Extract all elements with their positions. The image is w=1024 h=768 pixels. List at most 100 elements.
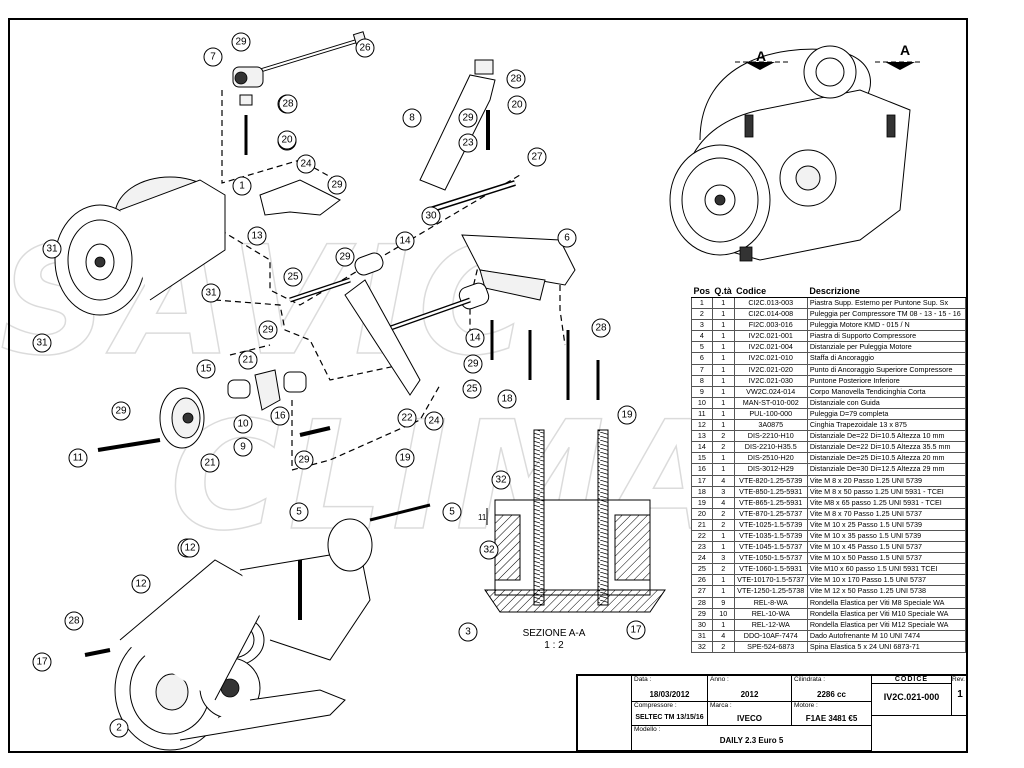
parts-cell: VTE-850-1.25-5931 [733,485,808,498]
callout-number: 8 [409,113,415,124]
callout-number: 26 [359,43,371,54]
parts-cell: 31 [691,629,713,642]
callout-number: 15 [200,364,212,375]
parts-cell: 1 [711,574,735,587]
parts-cell: Cinghia Trapezoidale 13 x 875 [806,419,967,432]
callout-balloon: 19 [617,405,637,425]
parts-cell: Vite M 10 x 25 Passo 1.5 UNI 5739 [806,518,967,531]
parts-cell: 1 [711,463,735,476]
parts-cell: Vite M 10 x 170 Passo 1.5 UNI 5737 [806,574,967,587]
parts-cell: VTE-1050-1.5-5737 [733,552,808,565]
callout-balloon: 9 [233,437,253,457]
tb-compressore-value: SELTEC TM 13/15/16 [635,714,704,721]
parts-cell: 7 [691,363,713,376]
parts-cell: FI2C.003-016 [733,319,808,332]
callout-balloon: 13 [247,226,267,246]
parts-cell: 19 [691,496,713,509]
callout-number: 31 [36,338,48,349]
parts-cell: 12 [691,419,713,432]
tb-rev-value: 1 [957,689,963,700]
tb-data-value: 18/03/2012 [649,690,690,699]
parts-cell: IV2C.021-030 [733,374,808,387]
parts-cell: Piastra di Supporto Compressore [806,330,967,343]
callout-number: 12 [135,579,147,590]
parts-cell: 1 [711,541,735,554]
callout-balloon: 5 [442,502,462,522]
parts-cell: Vite M 10 x 35 passo 1.5 UNI 5739 [806,529,967,543]
parts-cell: PUL-100-000 [733,407,808,421]
parts-cell: 13 [691,430,713,443]
tb-data: Data :18/03/2012 [632,676,708,702]
callout-balloon: 18 [497,389,517,409]
parts-cell: 1 [711,374,735,387]
parts-cell: IV2C.021-004 [733,341,808,354]
parts-cell: Rondella Elastica per Viti M8 Speciale W… [806,596,967,609]
parts-header-2: Codice [734,285,808,298]
parts-cell: 4 [711,496,735,509]
drawing-frame [8,18,968,753]
callout-number: 29 [235,37,247,48]
callout-balloon: 21 [200,453,220,473]
parts-cell: 22 [691,529,713,543]
parts-cell: 3 [711,552,735,565]
parts-cell: VTE-870-1.25-5737 [733,507,808,520]
callout-number: 14 [399,236,411,247]
callout-balloon: 29 [111,401,131,421]
parts-cell: VTE-1035-1.5-5739 [733,529,808,543]
parts-cell: IV2C.021-001 [733,330,808,343]
parts-cell: Distanziale per Puleggia Motore [806,341,967,354]
parts-header-3: Descrizione [807,285,966,298]
parts-cell: 11 [691,407,713,421]
callout-number: 10 [237,419,249,430]
parts-cell: Distanziale con Guida [806,396,967,409]
parts-cell: VW2C.024-014 [733,385,808,398]
callout-number: 29 [339,252,351,263]
parts-cell: 1 [711,319,735,332]
parts-cell: 1 [711,308,735,321]
parts-cell: 10 [691,396,713,409]
callout-number: 1 [239,181,245,192]
parts-cell: DIS-2510-H20 [733,452,808,465]
callout-number: 22 [401,413,413,424]
callout-balloon: 10 [233,414,253,434]
parts-cell: 23 [691,541,713,554]
callout-number: 29 [467,359,479,370]
callout-number: 19 [399,453,411,464]
callout-number: 12 [184,543,196,554]
callout-balloon: 16 [270,406,290,426]
callout-balloon: 32 [491,470,511,490]
callout-number: 28 [68,616,80,627]
callout-number: 20 [511,100,523,111]
callout-balloon: 24 [424,411,444,431]
tb-modello-value: DAILY 2.3 Euro 5 [719,736,784,745]
tb-left-blank [578,676,632,751]
section-title: SEZIONE A-A [522,628,586,639]
callout-number: 18 [501,394,513,405]
callout-balloon: 26 [355,38,375,58]
parts-cell: Distanziale De=22 Di=10.5 Altezza 10 mm [806,430,967,443]
parts-cell: Staffa di Ancoraggio [806,352,967,365]
callout-number: 32 [483,545,495,556]
parts-cell: 24 [691,552,713,565]
callout-balloon: 14 [465,328,485,348]
callout-number: 28 [510,74,522,85]
parts-cell: 20 [691,507,713,520]
callout-balloon: 11 [68,448,88,468]
callout-balloon: 7 [203,47,223,67]
parts-cell: Distanziale De=22 Di=10.5 Altezza 35.5 m… [806,441,967,454]
parts-cell: 1 [691,296,713,310]
parts-cell: 2 [711,441,735,454]
callout-number: 29 [262,325,274,336]
